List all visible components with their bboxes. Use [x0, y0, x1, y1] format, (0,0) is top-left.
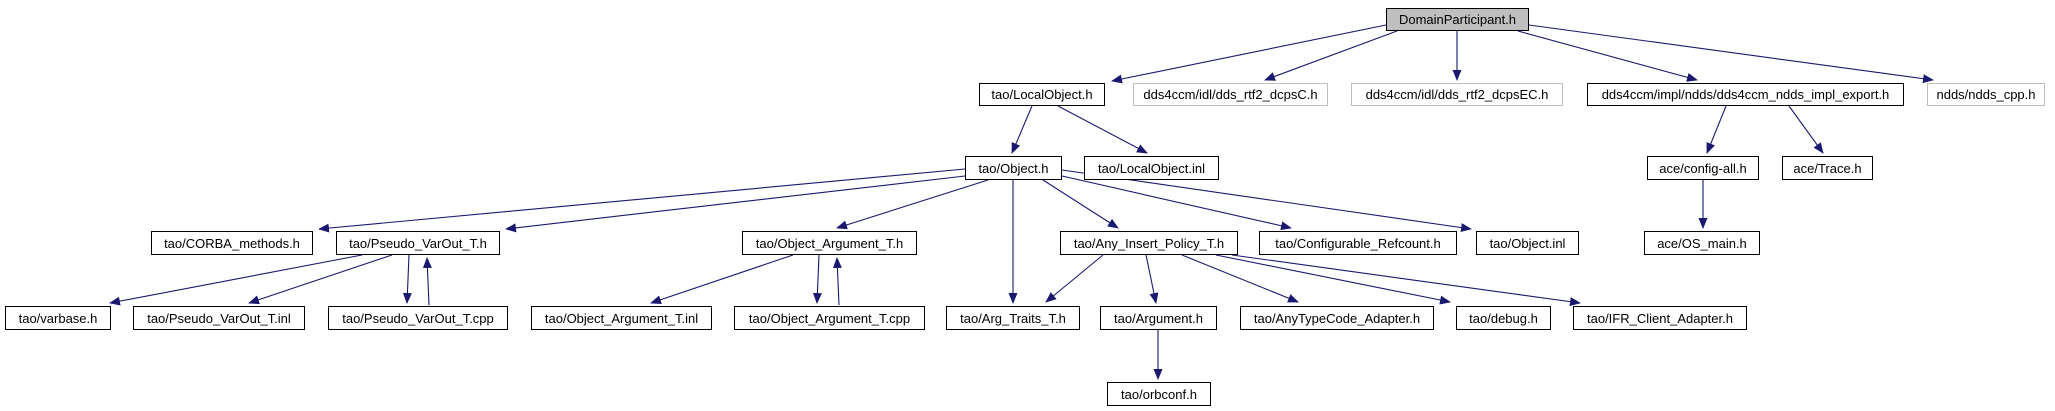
graph-node-orbconf[interactable]: tao/orbconf.h — [1107, 382, 1211, 406]
edge-any_insert_policy-to-debug — [1215, 254, 1451, 305]
graph-node-pseudo_varout_cpp[interactable]: tao/Pseudo_VarOut_T.cpp — [328, 306, 508, 330]
graph-node-ifr_client_adapter[interactable]: tao/IFR_Client_Adapter.h — [1573, 306, 1747, 330]
graph-node-dcps_c: dds4ccm/idl/dds_rtf2_dcpsC.h — [1133, 83, 1328, 106]
edge-dp-to-dcps_c — [1264, 30, 1398, 81]
graph-node-corba_methods[interactable]: tao/CORBA_methods.h — [151, 231, 313, 255]
edge-any_insert_policy-to-argument — [1145, 254, 1159, 304]
edge-pseudo_varout_h-to-pseudo_varout_cpp — [402, 254, 412, 304]
graph-node-varbase[interactable]: tao/varbase.h — [5, 306, 111, 330]
graph-node-configurable_refcount[interactable]: tao/Configurable_Refcount.h — [1259, 231, 1457, 255]
graph-node-local_object_inl[interactable]: tao/LocalObject.inl — [1084, 156, 1219, 180]
graph-node-any_insert_policy[interactable]: tao/Any_Insert_Policy_T.h — [1060, 231, 1238, 255]
graph-node-os_main[interactable]: ace/OS_main.h — [1644, 231, 1760, 255]
edge-object_argument_h-to-object_argument_inl — [650, 254, 794, 305]
edge-object_h-to-corba_methods — [318, 168, 966, 233]
graph-node-dp: DomainParticipant.h — [1386, 8, 1529, 31]
edge-impl_export-to-config_all — [1706, 105, 1727, 154]
edge-object_argument_h-to-object_argument_cpp — [812, 254, 822, 304]
edge-pseudo_varout_h-to-varbase — [109, 254, 363, 306]
graph-node-dcps_ec: dds4ccm/idl/dds_rtf2_dcpsEC.h — [1351, 83, 1563, 106]
edge-pseudo_varout_cpp-to-pseudo_varout_h — [422, 257, 432, 306]
edge-object_h-to-configurable_refcount — [1061, 175, 1292, 231]
graph-node-object_argument_cpp[interactable]: tao/Object_Argument_T.cpp — [734, 306, 925, 330]
graph-node-object_argument_h[interactable]: tao/Object_Argument_T.h — [742, 231, 917, 255]
graph-node-argument[interactable]: tao/Argument.h — [1100, 306, 1217, 330]
graph-node-debug[interactable]: tao/debug.h — [1456, 306, 1551, 330]
edge-object_h-to-pseudo_varout_h — [505, 175, 966, 233]
edge-any_insert_policy-to-anytypecode_adapter — [1181, 254, 1299, 303]
graph-node-anytypecode_adapter[interactable]: tao/AnyTypeCode_Adapter.h — [1240, 306, 1434, 330]
edge-any_insert_policy-to-arg_traits — [1045, 254, 1104, 303]
graph-node-pseudo_varout_inl[interactable]: tao/Pseudo_VarOut_T.inl — [133, 306, 305, 330]
graph-node-object_h[interactable]: tao/Object.h — [965, 156, 1062, 180]
graph-node-object_argument_inl[interactable]: tao/Object_Argument_T.inl — [531, 306, 712, 330]
edge-pseudo_varout_h-to-pseudo_varout_inl — [248, 254, 393, 305]
graph-node-trace[interactable]: ace/Trace.h — [1782, 156, 1873, 180]
edge-any_insert_policy-to-ifr_client_adapter — [1231, 254, 1581, 307]
graph-node-impl_export[interactable]: dds4ccm/impl/ndds/dds4ccm_ndds_impl_expo… — [1587, 83, 1904, 106]
graph-node-object_inl[interactable]: tao/Object.inl — [1476, 231, 1579, 255]
edge-dp-to-ndds_cpp — [1528, 24, 1934, 84]
graph-node-config_all[interactable]: ace/config-all.h — [1647, 156, 1759, 180]
edge-dp-to-local_object_h — [1111, 24, 1387, 84]
edge-dp-to-impl_export — [1517, 30, 1698, 82]
graph-node-local_object_h[interactable]: tao/LocalObject.h — [979, 83, 1105, 106]
graph-node-ndds_cpp: ndds/ndds_cpp.h — [1927, 83, 2045, 106]
edge-local_object_h-to-object_h — [1011, 105, 1033, 154]
graph-node-arg_traits[interactable]: tao/Arg_Traits_T.h — [946, 306, 1080, 330]
edge-impl_export-to-trace — [1788, 105, 1824, 154]
edge-object_h-to-object_argument_h — [836, 179, 989, 230]
edge-object_argument_cpp-to-object_argument_h — [832, 257, 842, 306]
edge-local_object_h-to-local_object_inl — [1057, 105, 1148, 154]
edge-object_h-to-any_insert_policy — [1042, 179, 1119, 229]
graph-node-pseudo_varout_h[interactable]: tao/Pseudo_VarOut_T.h — [336, 231, 500, 255]
